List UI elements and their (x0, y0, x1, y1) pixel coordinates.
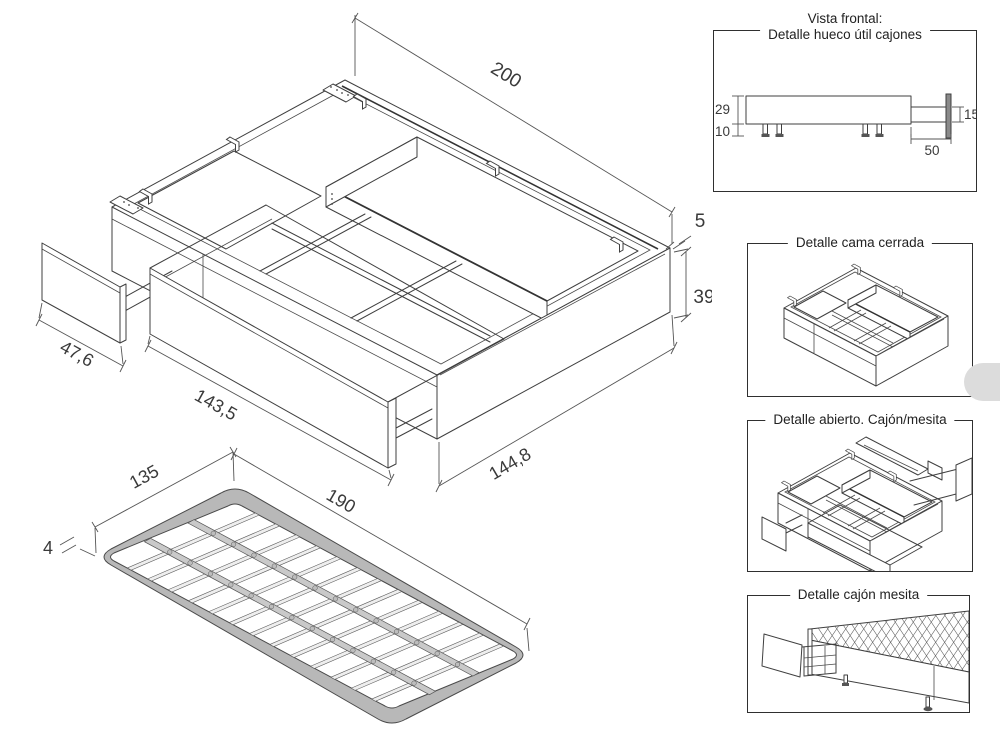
panel-cama-cerrada: Detalle cama cerrada (747, 235, 973, 397)
dim-long-drawer-label: 143,5 (191, 385, 240, 424)
somier-drawing (103, 488, 524, 724)
dim-rim-label: 5 (695, 211, 706, 232)
nightstand-drawer-drawing (761, 610, 970, 712)
dim-length-label: 200 (487, 58, 525, 92)
open-drawer-right (909, 457, 973, 506)
dim-somier-length-label: 190 (323, 485, 359, 517)
right-edge-scroll-handle[interactable] (964, 363, 1000, 401)
panel-vista-frontal-title-line1: Vista frontal: (807, 11, 883, 26)
dim-height-label: 39 (693, 287, 712, 308)
dim-29-label: 29 (715, 102, 730, 117)
panel-vista-frontal-title-line2: Detalle hueco útil cajones (768, 27, 922, 42)
panel-cama-cerrada-title: Detalle cama cerrada (787, 235, 933, 251)
panel-abierto: Detalle abierto. Cajón/mesita (747, 412, 973, 580)
dim-width-label: 144,8 (485, 444, 534, 484)
somier-slat-grid (126, 512, 505, 702)
panel-cajon-mesita: Detalle cajón mesita (747, 587, 970, 713)
panel-vista-frontal-title: Vista frontal: Detalle hueco útil cajone… (760, 11, 930, 43)
open-bed-drawing (761, 436, 973, 580)
main-drawing-svg: 200 5 39 47,6 143,5 (35, 12, 712, 724)
dim-10-label: 10 (715, 124, 730, 139)
drawer-small-open (41, 242, 173, 344)
panel-vista-frontal: Vista frontal: Detalle hueco útil cajone… (713, 11, 979, 192)
dim-50-label: 50 (924, 143, 939, 158)
drawer-long-open (149, 204, 505, 469)
dim-somier-width-label: 135 (126, 461, 162, 493)
open-drawer-upper-right (855, 436, 943, 481)
bed-open-isometric-drawing (109, 79, 671, 440)
front-view-drawing: 29 10 15 50 (715, 93, 979, 158)
dim-small-drawer-label: 47,6 (57, 337, 97, 371)
panel-abierto-title: Detalle abierto. Cajón/mesita (765, 412, 955, 428)
closed-bed-drawing (748, 244, 972, 396)
panel-cajon-mesita-title: Detalle cajón mesita (789, 587, 928, 603)
open-drawer-box (761, 633, 837, 678)
dim-somier-thickness-label: 4 (43, 538, 53, 558)
dim-15-label: 15 (964, 107, 976, 122)
open-drawer-small-left (761, 514, 803, 552)
